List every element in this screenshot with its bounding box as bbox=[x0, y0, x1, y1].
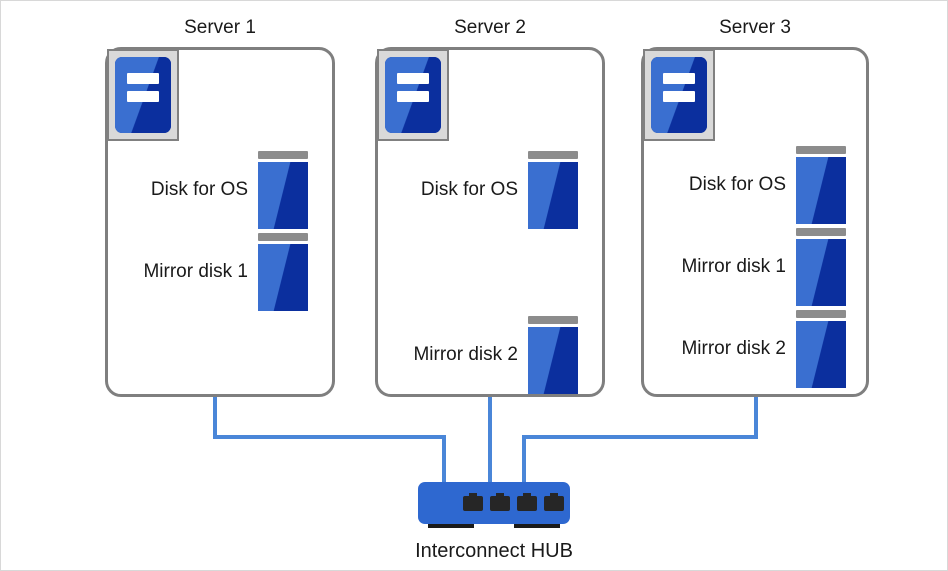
disk-cap bbox=[796, 310, 846, 318]
hub-port-3[interactable] bbox=[517, 493, 537, 511]
disk-sheen bbox=[258, 244, 308, 311]
disk-body bbox=[528, 162, 578, 229]
hub-port-2[interactable] bbox=[490, 493, 510, 511]
cable-server3-segment-vertical-bottom bbox=[522, 435, 526, 485]
network-hub-icon bbox=[418, 482, 570, 524]
machine-slot-bar-1 bbox=[663, 73, 695, 84]
server-machine-icon bbox=[377, 49, 449, 141]
disk-label: Disk for OS bbox=[420, 179, 518, 200]
disk-icon[interactable] bbox=[796, 310, 846, 388]
disk-sheen bbox=[528, 327, 578, 394]
machine-slot-bar-1 bbox=[397, 73, 429, 84]
machine-slot-bar-2 bbox=[663, 91, 695, 102]
disk-label: Mirror disk 2 bbox=[413, 344, 518, 365]
machine-slot-bar-2 bbox=[127, 91, 159, 102]
server-card-3[interactable]: Server 3 Disk for OS Mirror disk 1 bbox=[641, 17, 869, 397]
cable-server3-segment-vertical-top bbox=[754, 397, 758, 439]
server-title-3: Server 3 bbox=[719, 17, 791, 38]
disk-label: Mirror disk 1 bbox=[143, 261, 248, 282]
disk-cap bbox=[258, 233, 308, 241]
cable-server3-segment-horizontal bbox=[522, 435, 758, 439]
disk-cap bbox=[258, 151, 308, 159]
interconnect-hub[interactable]: Interconnect HUB bbox=[415, 482, 573, 562]
disk-label: Disk for OS bbox=[688, 174, 786, 195]
disk-body bbox=[796, 239, 846, 306]
hub-caption: Interconnect HUB bbox=[415, 540, 573, 562]
hub-port-1[interactable] bbox=[463, 493, 483, 511]
disk-label: Mirror disk 2 bbox=[681, 338, 786, 359]
server-card-2[interactable]: Server 2 Disk for OS Mirror disk 2 bbox=[375, 17, 605, 397]
server-machine-icon bbox=[107, 49, 179, 141]
disk-sheen bbox=[528, 162, 578, 229]
disk-label: Disk for OS bbox=[150, 179, 248, 200]
disk-body bbox=[796, 321, 846, 388]
server-title-2: Server 2 bbox=[454, 17, 526, 38]
disk-icon[interactable] bbox=[258, 151, 308, 229]
disk-sheen bbox=[796, 239, 846, 306]
machine-body bbox=[651, 57, 707, 133]
disk-icon[interactable] bbox=[528, 151, 578, 229]
disk-sheen bbox=[258, 162, 308, 229]
disk-sheen bbox=[796, 321, 846, 388]
cable-server1-segment-horizontal bbox=[213, 435, 446, 439]
disk-icon[interactable] bbox=[258, 233, 308, 311]
disk-cap bbox=[796, 228, 846, 236]
machine-slot-bar-1 bbox=[127, 73, 159, 84]
server-card-1[interactable]: Server 1 Disk for OS Mirror disk 1 bbox=[105, 17, 335, 397]
disk-body bbox=[796, 157, 846, 224]
machine-slot-bar-2 bbox=[397, 91, 429, 102]
disk-body bbox=[528, 327, 578, 394]
server-machine-icon bbox=[643, 49, 715, 141]
server-title-1: Server 1 bbox=[184, 17, 256, 38]
disk-body bbox=[258, 244, 308, 311]
disk-cap bbox=[796, 146, 846, 154]
machine-body bbox=[385, 57, 441, 133]
disk-cap bbox=[528, 316, 578, 324]
cable-server1-segment-vertical-top bbox=[213, 397, 217, 439]
disk-icon[interactable] bbox=[796, 228, 846, 306]
cable-server2-segment-vertical bbox=[488, 397, 492, 485]
disk-body bbox=[258, 162, 308, 229]
hub-port-4[interactable] bbox=[544, 493, 564, 511]
disk-label: Mirror disk 1 bbox=[681, 256, 786, 277]
disk-icon[interactable] bbox=[796, 146, 846, 224]
cable-server1-segment-vertical-bottom bbox=[442, 435, 446, 485]
disk-cap bbox=[528, 151, 578, 159]
disk-sheen bbox=[796, 157, 846, 224]
disk-icon[interactable] bbox=[528, 316, 578, 394]
machine-body bbox=[115, 57, 171, 133]
